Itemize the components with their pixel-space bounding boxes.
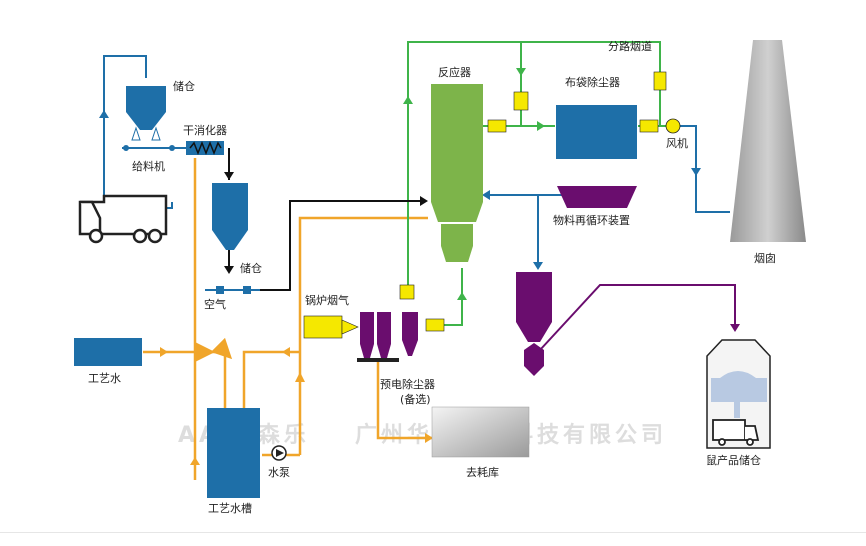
product-line <box>539 284 740 351</box>
bottom-divider <box>0 532 866 533</box>
damper-bypass <box>653 71 667 91</box>
truck-small-icon <box>712 419 760 446</box>
label-fan: 风机 <box>666 136 688 150</box>
water-line-tank-up <box>242 350 300 408</box>
byproduct-hopper <box>516 272 552 376</box>
ash-storage-box <box>431 406 530 458</box>
gas-line-bypass <box>407 41 661 285</box>
boiler-flue-gas-arrow <box>341 319 359 335</box>
fan-icon <box>665 118 681 134</box>
gas-arrows <box>403 68 545 300</box>
label-ash-storage: 去耗库 <box>466 466 499 479</box>
label-air: 空气 <box>204 297 226 311</box>
process-water-tank <box>207 408 260 498</box>
label-process-water: 工艺水 <box>88 372 121 385</box>
damper-esp-out <box>425 318 445 332</box>
label-reactor: 反应器 <box>438 65 471 79</box>
label-byproduct-storage: 鼠产品储仓 <box>706 453 761 467</box>
label-process-water-tank: 工艺水槽 <box>208 502 252 515</box>
damper-esp-bypass <box>399 284 415 300</box>
blue-lines <box>103 55 730 291</box>
water-line-process-water <box>143 337 233 375</box>
reactor <box>431 84 483 262</box>
label-pre-esp-2: (备选) <box>400 392 431 406</box>
label-chimney: 烟囱 <box>754 251 776 265</box>
storage-silo-top <box>126 86 166 141</box>
lime-to-reactor <box>260 200 426 291</box>
bag-filter-box <box>556 105 637 159</box>
damper-reactor-out <box>487 119 507 133</box>
label-storage-top: 储仓 <box>173 79 195 93</box>
label-dry-digester: 干消化器 <box>183 123 227 137</box>
label-pre-esp-1: 预电除尘器 <box>380 377 435 391</box>
water-pump-icon <box>271 445 287 461</box>
storage-silo-mid <box>212 183 248 250</box>
loop-line-truck <box>103 55 173 209</box>
label-boiler-flue-gas: 锅炉烟气 <box>305 293 349 307</box>
air-valves <box>216 286 251 294</box>
label-water-pump: 水泵 <box>268 466 290 479</box>
label-bag-filter: 布袋除尘器 <box>565 75 620 89</box>
feeder <box>123 145 175 151</box>
label-bypass-flue: 分路烟道 <box>608 39 652 53</box>
blue-arrows <box>99 110 701 270</box>
dry-digester <box>186 140 224 156</box>
gas-line-esp-out <box>444 268 463 326</box>
water-line-to-ash <box>376 362 432 440</box>
label-feeder: 给料机 <box>132 159 165 173</box>
lime-arrows <box>224 172 428 274</box>
process-water-box <box>74 338 142 366</box>
water-arrows <box>160 347 433 465</box>
label-recirculation: 物料再循环装置 <box>553 213 630 227</box>
boiler-flue-gas-box <box>303 315 343 339</box>
damper-branch <box>513 91 529 111</box>
chimney <box>730 40 806 242</box>
label-storage-mid: 储仓 <box>240 261 262 275</box>
truck-icon <box>78 194 168 244</box>
recirculation-device <box>557 186 637 208</box>
pre-esp <box>357 312 418 362</box>
damper-filter-out <box>639 119 659 133</box>
